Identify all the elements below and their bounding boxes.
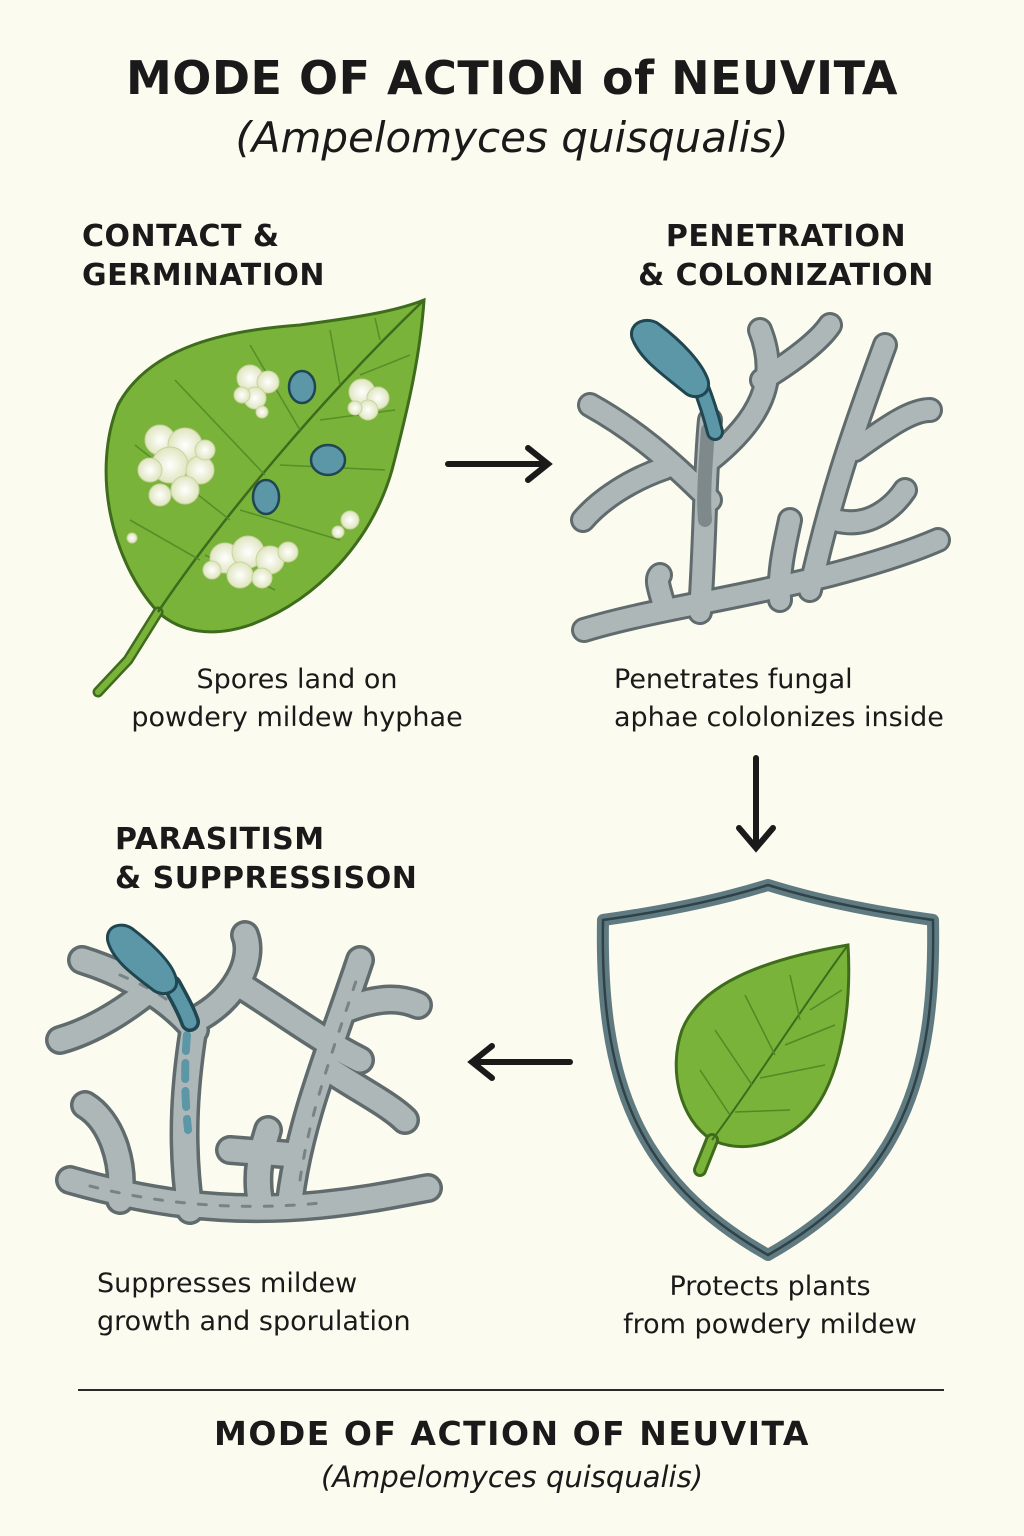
- step-1-caption-line1: Spores land on: [196, 664, 398, 695]
- step-3-caption-line2: from powdery mildew: [623, 1309, 917, 1340]
- step-3-caption-line1: Protects plants: [669, 1271, 871, 1302]
- step-2-caption: Penetrates fungal aphae cololonizes insi…: [590, 661, 1014, 737]
- step-4-caption: Suppresses mildew growth and sporulation: [97, 1265, 477, 1341]
- mildew-leaf-icon: [92, 297, 426, 698]
- arrow-right-icon: [445, 445, 553, 483]
- step-1-heading-line2: GERMINATION: [82, 258, 325, 293]
- step-4-heading-line1: PARASITISM: [115, 822, 325, 857]
- hyphae-penetration-icon: [570, 312, 951, 643]
- step-4-heading-line2: & SUPPRESSISON: [115, 861, 418, 896]
- page-subtitle: (Ampelomyces quisqualis): [235, 113, 789, 162]
- step-2-caption-line2: aphae cololonizes inside: [614, 702, 944, 733]
- page-title: MODE OF ACTION of NEUVITA: [125, 51, 899, 105]
- arrow-down-icon: [736, 755, 776, 853]
- step-1-caption: Spores land on powdery mildew hyphae: [112, 661, 482, 737]
- step-4-caption-line2: growth and sporulation: [97, 1306, 411, 1337]
- arrow-left-icon: [467, 1043, 573, 1081]
- step-2-caption-line1: Penetrates fungal: [614, 664, 853, 695]
- step-2-heading-line1: PENETRATION: [665, 219, 907, 254]
- step-2-heading: PENETRATION & COLONIZATION: [628, 217, 944, 295]
- footer-divider: [78, 1389, 944, 1391]
- footer-title: MODE OF ACTION OF NEUVITA: [214, 1414, 810, 1453]
- step-4-heading: PARASITISM & SUPPRESSISON: [115, 820, 417, 898]
- step-1-heading: CONTACT & GERMINATION: [82, 217, 325, 295]
- parasitized-hyphae-icon: [45, 920, 443, 1225]
- footer-subtitle: (Ampelomyces quisqualis): [320, 1460, 704, 1494]
- protected-leaf-icon: [674, 943, 851, 1177]
- step-4-caption-line1: Suppresses mildew: [97, 1268, 358, 1299]
- step-2-heading-line2: & COLONIZATION: [638, 258, 934, 293]
- step-1-heading-line1: CONTACT &: [82, 219, 280, 254]
- step-3-caption: Protects plants from powdery mildew: [580, 1268, 960, 1344]
- step-1-caption-line2: powdery mildew hyphae: [131, 702, 463, 733]
